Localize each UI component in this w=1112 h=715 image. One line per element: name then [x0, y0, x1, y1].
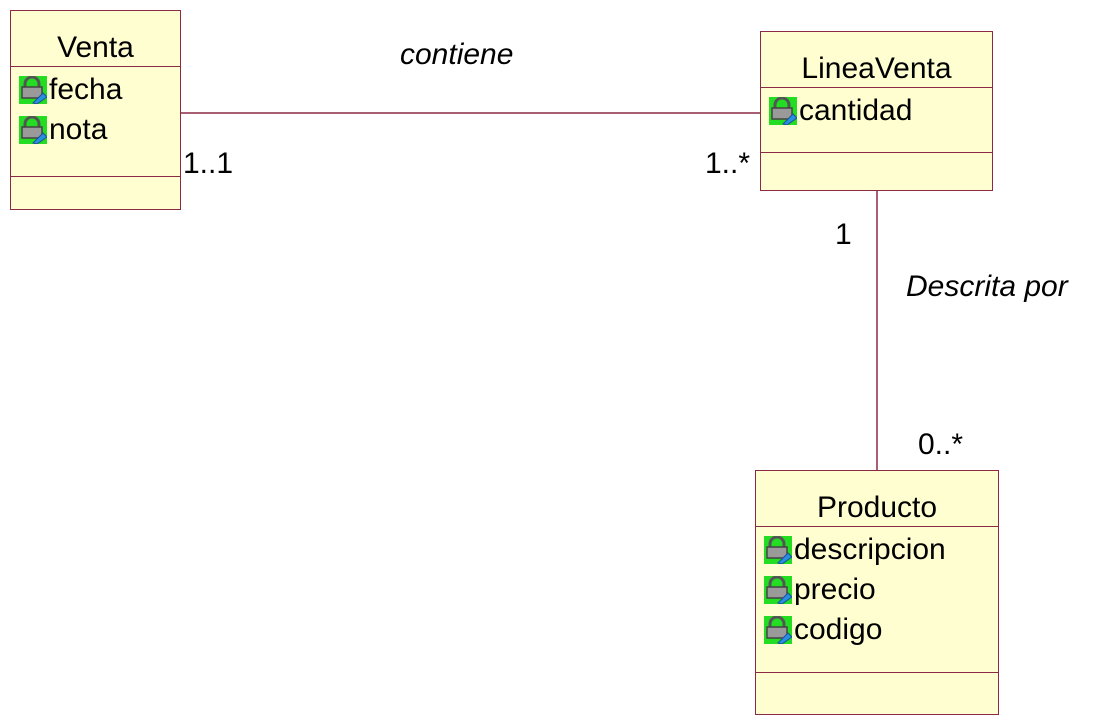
multiplicity-producto-descrita: 0..* — [918, 428, 964, 461]
private-attribute-lock-icon — [19, 76, 47, 104]
class-producto[interactable]: Producto descripcion precio — [755, 470, 999, 715]
attribute-name: precio — [794, 573, 876, 606]
private-attribute-lock-icon — [764, 576, 792, 604]
private-attribute-lock-icon — [764, 536, 792, 564]
attribute-row[interactable]: descripcion — [764, 530, 998, 570]
class-venta[interactable]: Venta fecha nota — [10, 10, 181, 210]
class-producto-attributes: descripcion precio codigo — [756, 527, 998, 673]
attribute-name: descripcion — [794, 533, 946, 566]
multiplicity-lineaventa-contiene: 1..* — [705, 147, 751, 180]
class-lineaventa-name: LineaVenta — [761, 32, 992, 88]
class-lineaventa[interactable]: LineaVenta cantidad — [760, 31, 993, 191]
multiplicity-venta-contiene: 1..1 — [183, 147, 234, 180]
attribute-name: fecha — [49, 73, 123, 106]
association-label-descrita-por: Descrita por — [906, 270, 1068, 303]
class-producto-name: Producto — [756, 471, 998, 527]
class-venta-name: Venta — [11, 11, 180, 67]
private-attribute-lock-icon — [19, 116, 47, 144]
attribute-name: nota — [49, 113, 108, 146]
private-attribute-lock-icon — [764, 616, 792, 644]
class-venta-attributes: fecha nota — [11, 67, 180, 177]
attribute-row[interactable]: nota — [19, 110, 180, 150]
attribute-name: cantidad — [799, 94, 913, 127]
attribute-name: codigo — [794, 613, 883, 646]
attribute-row[interactable]: codigo — [764, 610, 998, 650]
multiplicity-lineaventa-descrita: 1 — [835, 218, 852, 251]
private-attribute-lock-icon — [769, 97, 797, 125]
attribute-row[interactable]: precio — [764, 570, 998, 610]
attribute-row[interactable]: fecha — [19, 70, 180, 110]
association-label-contiene: contiene — [400, 38, 514, 71]
attribute-row[interactable]: cantidad — [769, 91, 992, 131]
class-lineaventa-attributes: cantidad — [761, 88, 992, 153]
